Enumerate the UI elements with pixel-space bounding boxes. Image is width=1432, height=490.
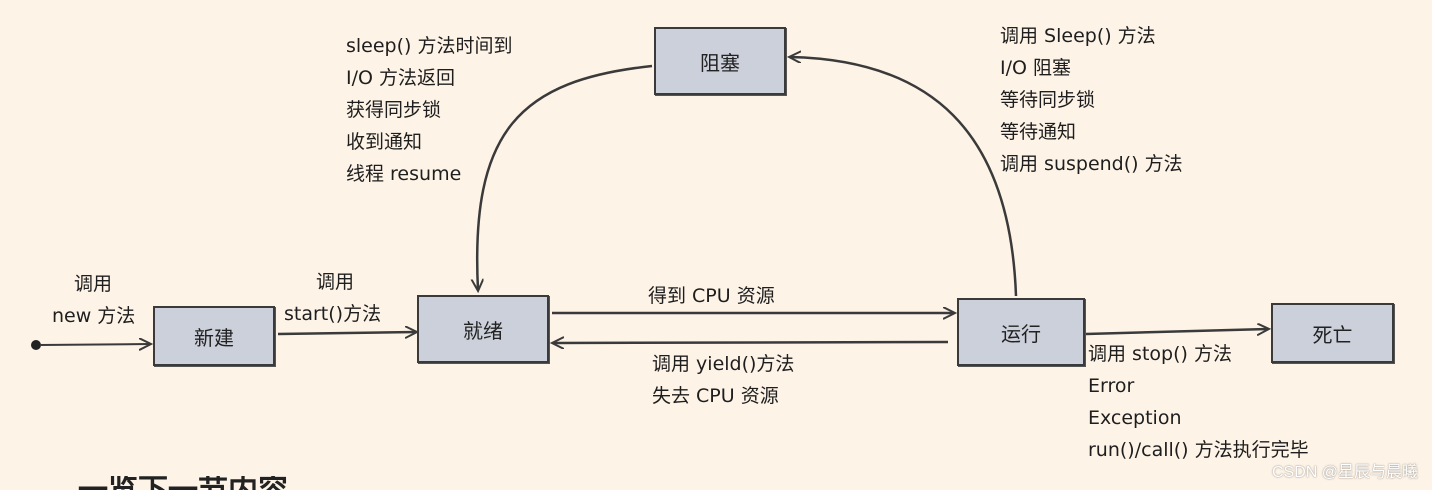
state-ready: 就绪 (417, 295, 549, 363)
label-block-line: 调用 Sleep() 方法 (1000, 25, 1156, 47)
state-ready-label: 就绪 (463, 318, 503, 343)
arrow-new-to-ready (277, 332, 416, 334)
arrow-running-to-ready (553, 342, 949, 343)
arrow-running-to-dead (1085, 329, 1268, 334)
state-running-label: 运行 (1001, 321, 1041, 346)
label-unblock-line: 线程 resume (346, 163, 462, 185)
label-terminate-line: run()/call() 方法执行完毕 (1088, 439, 1309, 461)
label-start-line: 调用 (316, 271, 355, 293)
label-block-line: 等待同步锁 (1000, 89, 1096, 111)
label-create-line: new 方法 (52, 305, 136, 327)
watermark: CSDN @星辰与晨曦 (1271, 464, 1418, 481)
label-terminate-line: 调用 stop() 方法 (1088, 343, 1232, 365)
label-block-line: 调用 suspend() 方法 (1000, 153, 1183, 175)
state-running: 运行 (957, 298, 1085, 366)
label-block-line: 等待通知 (1000, 121, 1077, 143)
label-lose-cpu: 调用 yield()方法 失去 CPU 资源 (652, 348, 794, 412)
label-terminate: 调用 stop() 方法 Error Exception run()/call(… (1088, 338, 1309, 466)
label-terminate-line: Exception (1088, 407, 1182, 429)
state-blocked: 阻塞 (654, 27, 786, 95)
next-section-heading: 一览下一节内容 (78, 476, 288, 490)
state-new: 新建 (153, 306, 275, 366)
label-block: 调用 Sleep() 方法 I/O 阻塞 等待同步锁 等待通知 调用 suspe… (1000, 20, 1183, 180)
arrow-blocked-to-ready (477, 64, 653, 290)
state-dead: 死亡 (1271, 303, 1394, 363)
label-start-line: start()方法 (284, 303, 382, 325)
state-blocked-label: 阻塞 (700, 50, 740, 75)
arrow-running-to-blocked (790, 57, 1018, 297)
label-create: 调用 new 方法 (52, 268, 135, 332)
label-unblock-line: I/O 方法返回 (346, 67, 455, 89)
label-unblock-line: sleep() 方法时间到 (346, 35, 513, 57)
arrow-start-to-new (39, 344, 150, 345)
label-lose-cpu-line: 失去 CPU 资源 (652, 385, 779, 407)
label-get-cpu: 得到 CPU 资源 (648, 280, 775, 312)
label-unblock-line: 收到通知 (346, 131, 423, 153)
state-dead-label: 死亡 (1312, 322, 1353, 347)
label-unblock-line: 获得同步锁 (346, 99, 442, 121)
label-create-line: 调用 (74, 273, 113, 295)
label-unblock: sleep() 方法时间到 I/O 方法返回 获得同步锁 收到通知 线程 res… (346, 30, 512, 190)
label-terminate-line: Error (1088, 375, 1135, 397)
label-lose-cpu-line: 调用 yield()方法 (652, 353, 795, 375)
state-new-label: 新建 (194, 325, 234, 350)
label-block-line: I/O 阻塞 (1000, 57, 1071, 79)
initial-state-dot (31, 340, 41, 350)
label-start: 调用 start()方法 (284, 266, 381, 330)
label-get-cpu-line: 得到 CPU 资源 (648, 285, 775, 307)
